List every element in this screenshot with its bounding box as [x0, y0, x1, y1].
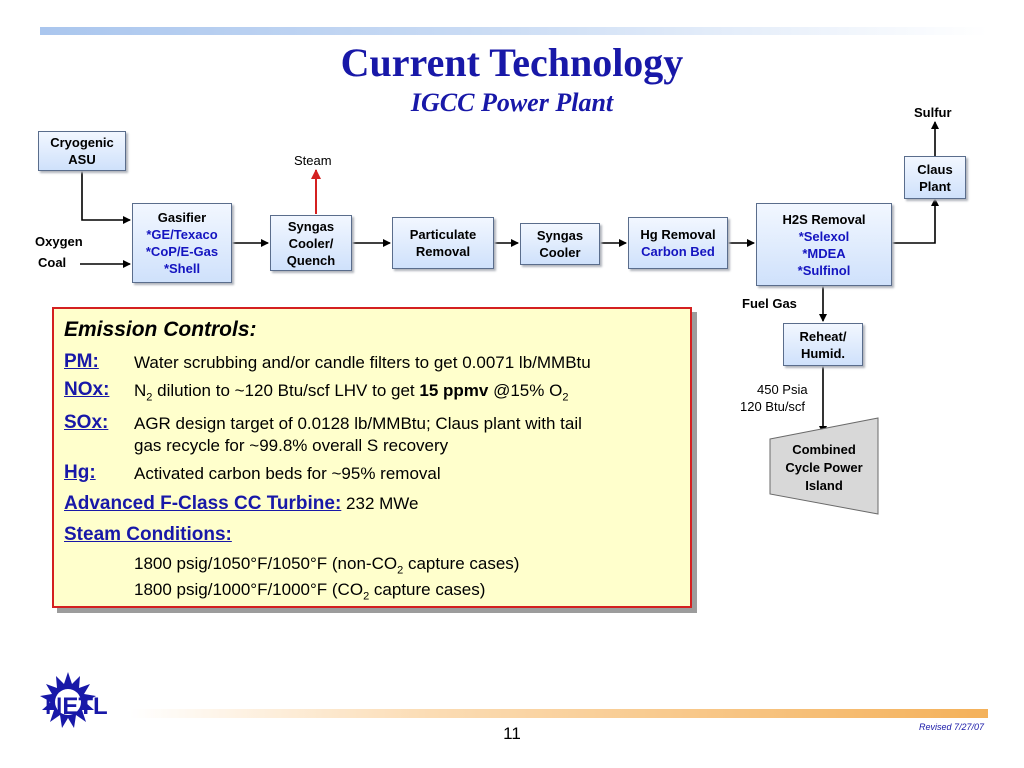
box-line: Humid. [800, 345, 846, 361]
box-line: Syngas [287, 218, 335, 234]
combined-cycle-shape [769, 417, 879, 515]
box-line: Plant [919, 178, 951, 194]
box-line: H2S Removal [782, 211, 866, 227]
page-number: 11 [503, 724, 521, 743]
emission-controls-panel: Emission Controls: PM: Water scrubbing a… [52, 307, 692, 608]
syngas-cooler-box: Syngas Cooler [520, 223, 600, 265]
netl-logo-text: NETL [45, 693, 108, 720]
nox-sub1: 2 [146, 391, 153, 404]
nox-pre: N [134, 381, 147, 400]
box-line: Removal [415, 244, 471, 259]
steam-label: Steam [294, 153, 332, 168]
claus-plant-box: Claus Plant [904, 156, 966, 199]
box-line: Gasifier [157, 210, 207, 225]
syngas-cooler-quench-box: Syngas Cooler/ Quench [270, 215, 352, 271]
box-line: Carbon Bed [641, 244, 715, 259]
nox-key: NOx: [64, 379, 110, 400]
steam-line1: 1800 psig/1050°F/1050°F (non-CO2 capture… [134, 553, 519, 581]
hg-text: Activated carbon beds for ~95% removal [134, 464, 441, 483]
revised-date: Revised 7/27/07 [918, 722, 984, 732]
box-line: Hg Removal [640, 227, 716, 242]
sox-key: SOx: [64, 412, 109, 433]
h2s-removal-box: H2S Removal *Selexol *MDEA *Sulfinol [756, 203, 892, 286]
nox-mid: dilution to ~120 Btu/scf LHV to get [152, 381, 420, 400]
box-line: Cooler [539, 245, 581, 260]
gasifier-box: Gasifier *GE/Texaco *CoP/E-Gas *Shell [132, 203, 232, 283]
pm-text: Water scrubbing and/or candle filters to… [134, 353, 591, 372]
arrow-asu-to-gasifier [81, 171, 131, 224]
pressure-label: 450 Psia [757, 382, 808, 397]
hg-removal-box: Hg Removal Carbon Bed [628, 217, 728, 269]
combined-cycle-label: Combined Cycle Power Island [772, 441, 876, 495]
steam-conditions-key: Steam Conditions: [64, 524, 232, 545]
cryogenic-asu-box: Cryogenic ASU [38, 131, 126, 171]
nox-sub2: 2 [562, 391, 569, 404]
page-title: Current Technology [340, 40, 684, 85]
box-line: Quench [286, 252, 336, 268]
box-line: *Shell [163, 261, 201, 276]
nox-bold: 15 ppmv [419, 381, 489, 400]
oxygen-label: Oxygen [35, 234, 83, 249]
page-subtitle: IGCC Power Plant [410, 88, 614, 117]
bottom-accent-bar [130, 709, 988, 718]
steam-line2-post: capture cases) [369, 580, 486, 599]
box-line: Cryogenic [50, 135, 114, 150]
sox-text-line2: gas recycle for ~99.8% overall S recover… [134, 436, 449, 455]
fuel-gas-label: Fuel Gas [742, 296, 797, 311]
steam-line2-sub: 2 [363, 590, 370, 603]
steam-line2-pre: 1800 psig/1000°F/1000°F (CO [134, 580, 364, 599]
box-line: Syngas [536, 228, 584, 243]
nox-text: N2 dilution to ~120 Btu/scf LHV to get 1… [134, 380, 568, 408]
box-line: Island [805, 478, 843, 493]
box-line: *Selexol [798, 228, 850, 244]
turbine-key: Advanced F-Class CC Turbine: [64, 493, 342, 514]
heating-value-label: 120 Btu/scf [740, 399, 806, 414]
sulfur-label: Sulfur [914, 105, 952, 120]
box-line: *Sulfinol [797, 262, 851, 278]
box-line: *CoP/E-Gas [145, 244, 219, 259]
coal-label: Coal [38, 255, 67, 270]
steam-line2: 1800 psig/1000°F/1000°F (CO2 capture cas… [134, 579, 485, 607]
box-line: Claus [917, 161, 953, 177]
steam-line1-sub: 2 [397, 564, 404, 577]
hg-key: Hg: [64, 462, 96, 483]
box-line: Combined [792, 442, 856, 457]
reheat-humid-box: Reheat/ Humid. [783, 323, 863, 366]
steam-line1-pre: 1800 psig/1050°F/1050°F (non-CO [134, 554, 398, 573]
turbine-value: 232 MWe [341, 494, 419, 513]
emission-controls-heading: Emission Controls: [64, 318, 257, 341]
steam-line1-post: capture cases) [403, 554, 520, 573]
box-line: Cycle Power [785, 460, 863, 475]
sox-text-line1: AGR design target of 0.0128 lb/MMBtu; Cl… [134, 414, 582, 433]
pm-key: PM: [64, 351, 99, 372]
particulate-removal-box: Particulate Removal [392, 217, 494, 269]
box-line: ASU [68, 152, 96, 167]
arrow-h2s-to-claus [892, 198, 939, 244]
box-line: *GE/Texaco [146, 227, 218, 242]
nox-post: @15% O [488, 381, 563, 400]
netl-logo-icon [40, 672, 96, 728]
box-line: Particulate [409, 227, 477, 242]
box-line: Cooler/ [288, 235, 334, 251]
box-line: Reheat/ [799, 328, 847, 344]
top-accent-bar [40, 27, 988, 35]
turbine-row: Advanced F-Class CC Turbine: 232 MWe [64, 493, 418, 515]
box-line: *MDEA [802, 245, 846, 261]
